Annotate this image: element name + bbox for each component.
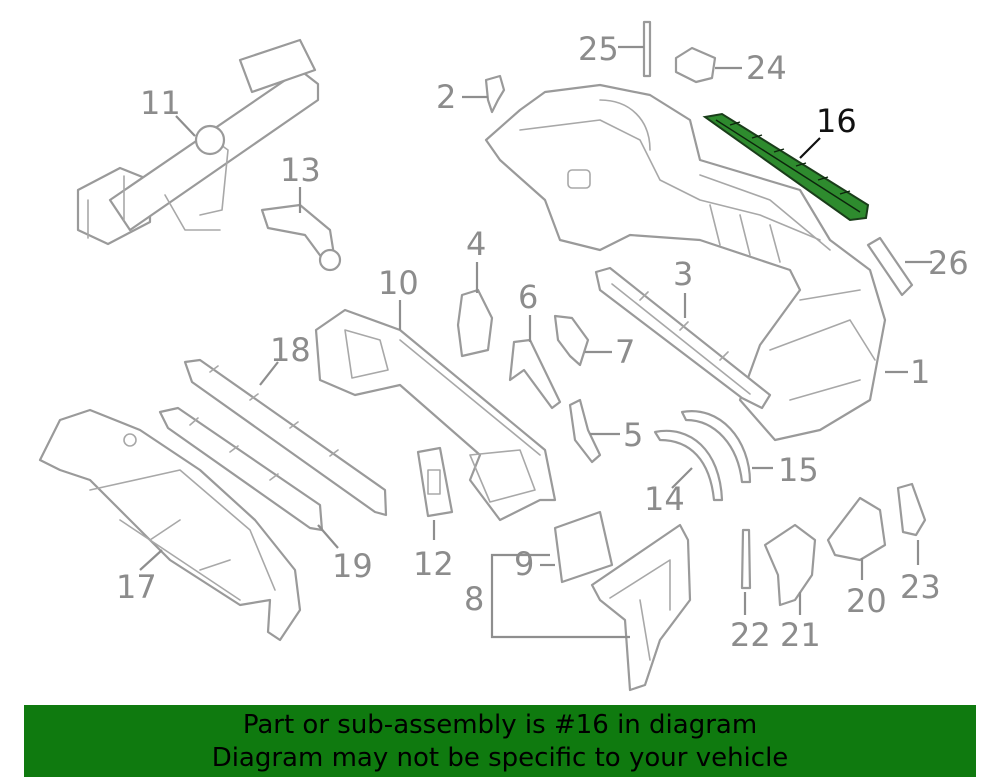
parts-diagram <box>38 20 932 692</box>
part-22-bolt[interactable] <box>740 528 752 590</box>
banner-line-1: Part or sub-assembly is #16 in diagram <box>242 710 758 740</box>
callout-11: 11 <box>140 84 181 122</box>
part-11-tow-hitch[interactable] <box>76 38 320 246</box>
part-8-bracket[interactable] <box>590 523 692 692</box>
callout-5: 5 <box>623 416 643 454</box>
part-2-push-pin[interactable] <box>484 74 506 114</box>
part-18-trim-strip[interactable] <box>183 358 388 517</box>
part-25-rod[interactable] <box>642 20 652 78</box>
part-26-bracket[interactable] <box>866 236 914 297</box>
part-14-arch-liner[interactable] <box>653 429 724 502</box>
part-7-bracket[interactable] <box>553 314 590 367</box>
part-12-plate[interactable] <box>416 446 454 518</box>
callout-22: 22 <box>730 616 771 654</box>
callout-18: 18 <box>270 331 311 369</box>
callout-24: 24 <box>746 49 787 87</box>
part-16-highlighted-strip[interactable] <box>702 112 870 222</box>
part-17-diffuser[interactable] <box>38 408 302 642</box>
callout-23: 23 <box>900 568 941 606</box>
callout-21: 21 <box>780 616 821 654</box>
callout-15: 15 <box>778 451 819 489</box>
part-20-housing[interactable] <box>826 496 887 562</box>
callout-26: 26 <box>928 244 969 282</box>
part-10-bumper-beam[interactable] <box>314 308 557 522</box>
banner-line-2: Diagram may not be specific to your vehi… <box>211 743 789 773</box>
part-13-tow-ball[interactable] <box>260 203 342 272</box>
callout-8: 8 <box>464 580 484 618</box>
part-24-clip[interactable] <box>674 46 717 84</box>
callout-13: 13 <box>280 151 321 189</box>
callout-25: 25 <box>578 30 619 68</box>
part-23-bracket[interactable] <box>896 482 927 537</box>
callout-19: 19 <box>332 547 373 585</box>
callout-7: 7 <box>615 333 635 371</box>
callout-16-highlighted: 16 <box>816 102 857 140</box>
callout-12: 12 <box>413 545 454 583</box>
callout-9: 9 <box>514 545 534 583</box>
part-9-plate[interactable] <box>553 510 614 584</box>
callout-17: 17 <box>116 568 157 606</box>
callout-1: 1 <box>910 353 930 391</box>
callout-10: 10 <box>378 264 419 302</box>
callout-6: 6 <box>518 278 538 316</box>
callout-20: 20 <box>846 582 887 620</box>
leader-lines <box>139 45 932 639</box>
callout-14: 14 <box>644 480 685 518</box>
callout-labels: 1 2 3 4 5 6 7 8 9 10 11 12 13 14 15 16 1… <box>116 30 969 654</box>
part-3-absorber[interactable] <box>594 266 772 410</box>
callout-3: 3 <box>673 255 693 293</box>
callout-4: 4 <box>466 225 486 263</box>
callout-2: 2 <box>436 78 456 116</box>
part-5-bracket[interactable] <box>568 398 602 464</box>
notice-banner: Part or sub-assembly is #16 in diagram D… <box>24 705 976 777</box>
part-1-bumper-cover[interactable] <box>484 83 887 442</box>
part-21-bracket[interactable] <box>763 523 817 607</box>
part-15-arch-liner[interactable] <box>680 410 752 484</box>
